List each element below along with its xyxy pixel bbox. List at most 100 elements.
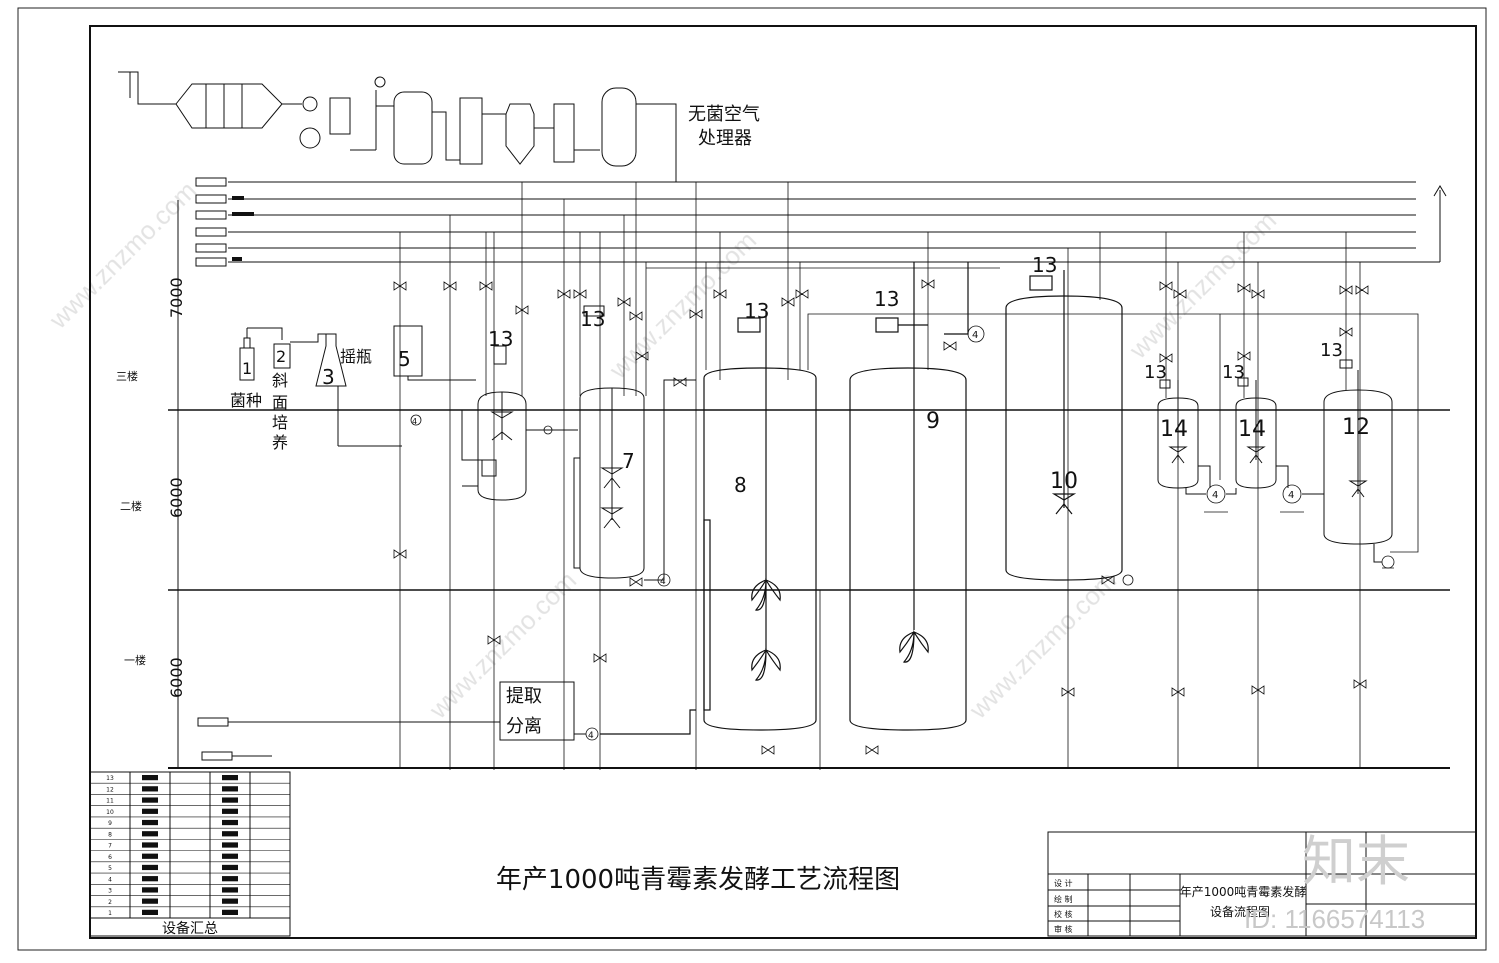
elevation-label-2: 6000 — [167, 477, 186, 518]
utility-header-lines — [195, 177, 1447, 761]
table-row-number: 7 — [108, 843, 112, 850]
equip-num-9: 9 — [926, 409, 940, 434]
watermark-site-d: www.znzmo.com — [962, 565, 1122, 725]
table-redacted-cell — [142, 853, 158, 859]
slant-label-2: 面 — [272, 393, 288, 412]
table-redacted-cell — [142, 775, 158, 781]
watermark-id: ID: 1166574113 — [1244, 904, 1425, 934]
table-row-number: 5 — [108, 865, 112, 872]
drawing-title: 年产1000吨青霉素发酵工艺流程图 — [496, 865, 900, 895]
table-row-number: 10 — [106, 809, 114, 816]
drawing-name-1: 年产1000吨青霉素发酵 — [1180, 884, 1307, 899]
air-processor-label-2: 处理器 — [698, 128, 752, 149]
air-processor-label-1: 无菌空气 — [688, 104, 760, 125]
table-redacted-cell — [222, 831, 238, 837]
table-row-number: 6 — [108, 854, 112, 861]
table-redacted-cell — [222, 853, 238, 859]
table-redacted-cell — [222, 808, 238, 814]
pumps — [410, 325, 1395, 741]
fermenter-8 — [600, 312, 817, 735]
table-redacted-cell — [142, 876, 158, 882]
watermark-site-b: www.znzmo.com — [422, 565, 582, 725]
equip-num-13h: 13 — [1320, 340, 1343, 361]
table-row-number: 8 — [108, 831, 112, 838]
title-role-check: 校 核 — [1054, 909, 1073, 919]
extract-label-2: 分离 — [506, 716, 542, 737]
outer-border — [17, 7, 1487, 951]
equip-num-8: 8 — [734, 473, 747, 497]
equip-num-14b: 14 — [1238, 417, 1266, 442]
table-row-number: 9 — [108, 820, 112, 827]
watermark-layer: www.znzmo.com www.znzmo.com www.znzmo.co… — [42, 175, 1282, 725]
slant-label-3: 培 — [272, 413, 288, 432]
table-redacted-cell — [222, 786, 238, 792]
floor-label-1: 一楼 — [124, 653, 146, 667]
equip-num-3: 3 — [322, 365, 335, 389]
floor-label-3: 三楼 — [116, 369, 138, 383]
pump-num-a: 4 — [412, 417, 417, 426]
seed-preparation — [239, 327, 402, 447]
equip-num-13f: 13 — [1144, 362, 1167, 383]
title-role-design: 设 计 — [1054, 878, 1073, 888]
vessel-12 — [1323, 359, 1393, 563]
vessel-9 — [849, 262, 969, 731]
equip-num-5: 5 — [398, 347, 411, 371]
vessel-10 — [1005, 270, 1123, 581]
valves — [393, 279, 1369, 755]
table-redacted-cell — [222, 909, 238, 915]
slant-label-1: 斜 — [272, 371, 288, 390]
table-redacted-cell — [142, 797, 158, 803]
table-redacted-cell — [222, 876, 238, 882]
equip-num-13b: 13 — [580, 307, 605, 331]
vessel-5 — [393, 325, 476, 381]
seed-tank — [450, 345, 578, 501]
equipment-table — [89, 771, 291, 937]
equipment-numbers: 1 2 3 5 7 8 9 10 14 14 12 13 13 13 13 13… — [242, 253, 1370, 741]
equip-num-2: 2 — [276, 347, 286, 366]
flask-label: 摇瓶 — [340, 347, 372, 366]
table-redacted-cell — [222, 842, 238, 848]
elevation-label-3: 6000 — [167, 657, 186, 698]
equip-num-13d: 13 — [874, 287, 899, 311]
pump-num-c: 4 — [588, 731, 594, 741]
vessel-7 — [573, 305, 696, 581]
extract-label-1: 提取 — [506, 686, 542, 707]
table-row-number: 12 — [106, 786, 114, 793]
table-row-number: 13 — [106, 775, 114, 782]
table-redacted-cell — [222, 775, 238, 781]
floor-label-2: 二楼 — [120, 499, 142, 513]
equip-num-13c: 13 — [744, 299, 769, 323]
slant-label-4: 养 — [272, 433, 288, 452]
table-redacted-cell — [222, 898, 238, 904]
air-processing-train — [118, 71, 677, 182]
equip-num-13g: 13 — [1222, 362, 1245, 383]
table-redacted-cell — [222, 887, 238, 893]
table-redacted-cell — [142, 842, 158, 848]
table-row-number: 1 — [108, 910, 112, 917]
table-redacted-cell — [142, 819, 158, 826]
watermark-site-c: www.znzmo.com — [602, 225, 762, 385]
vessels-14 — [1157, 377, 1324, 495]
table-redacted-cell — [142, 887, 158, 893]
title-block — [1047, 831, 1477, 937]
pump-num-f: 4 — [1288, 490, 1294, 501]
equip-num-1: 1 — [242, 359, 252, 378]
table-redacted-cell — [142, 831, 158, 837]
table-redacted-cell — [142, 909, 158, 915]
table-row-number: 11 — [106, 798, 114, 805]
table-redacted-cell — [142, 898, 158, 904]
table-redacted-cell — [222, 819, 238, 826]
equip-num-7: 7 — [622, 449, 635, 473]
equip-num-12: 12 — [1342, 415, 1370, 440]
table-row-number: 4 — [108, 876, 112, 883]
utility-tags — [232, 196, 254, 261]
table-redacted-cell — [222, 797, 238, 803]
table-redacted-cell — [142, 864, 158, 871]
equip-num-13a: 13 — [488, 327, 513, 351]
equipment-table-caption: 设备汇总 — [162, 920, 218, 937]
elevation-label-1: 7000 — [167, 277, 186, 318]
watermark-logo: 知末 — [1302, 832, 1410, 892]
seed-label: 菌种 — [230, 391, 262, 410]
table-row-number: 3 — [108, 888, 112, 895]
